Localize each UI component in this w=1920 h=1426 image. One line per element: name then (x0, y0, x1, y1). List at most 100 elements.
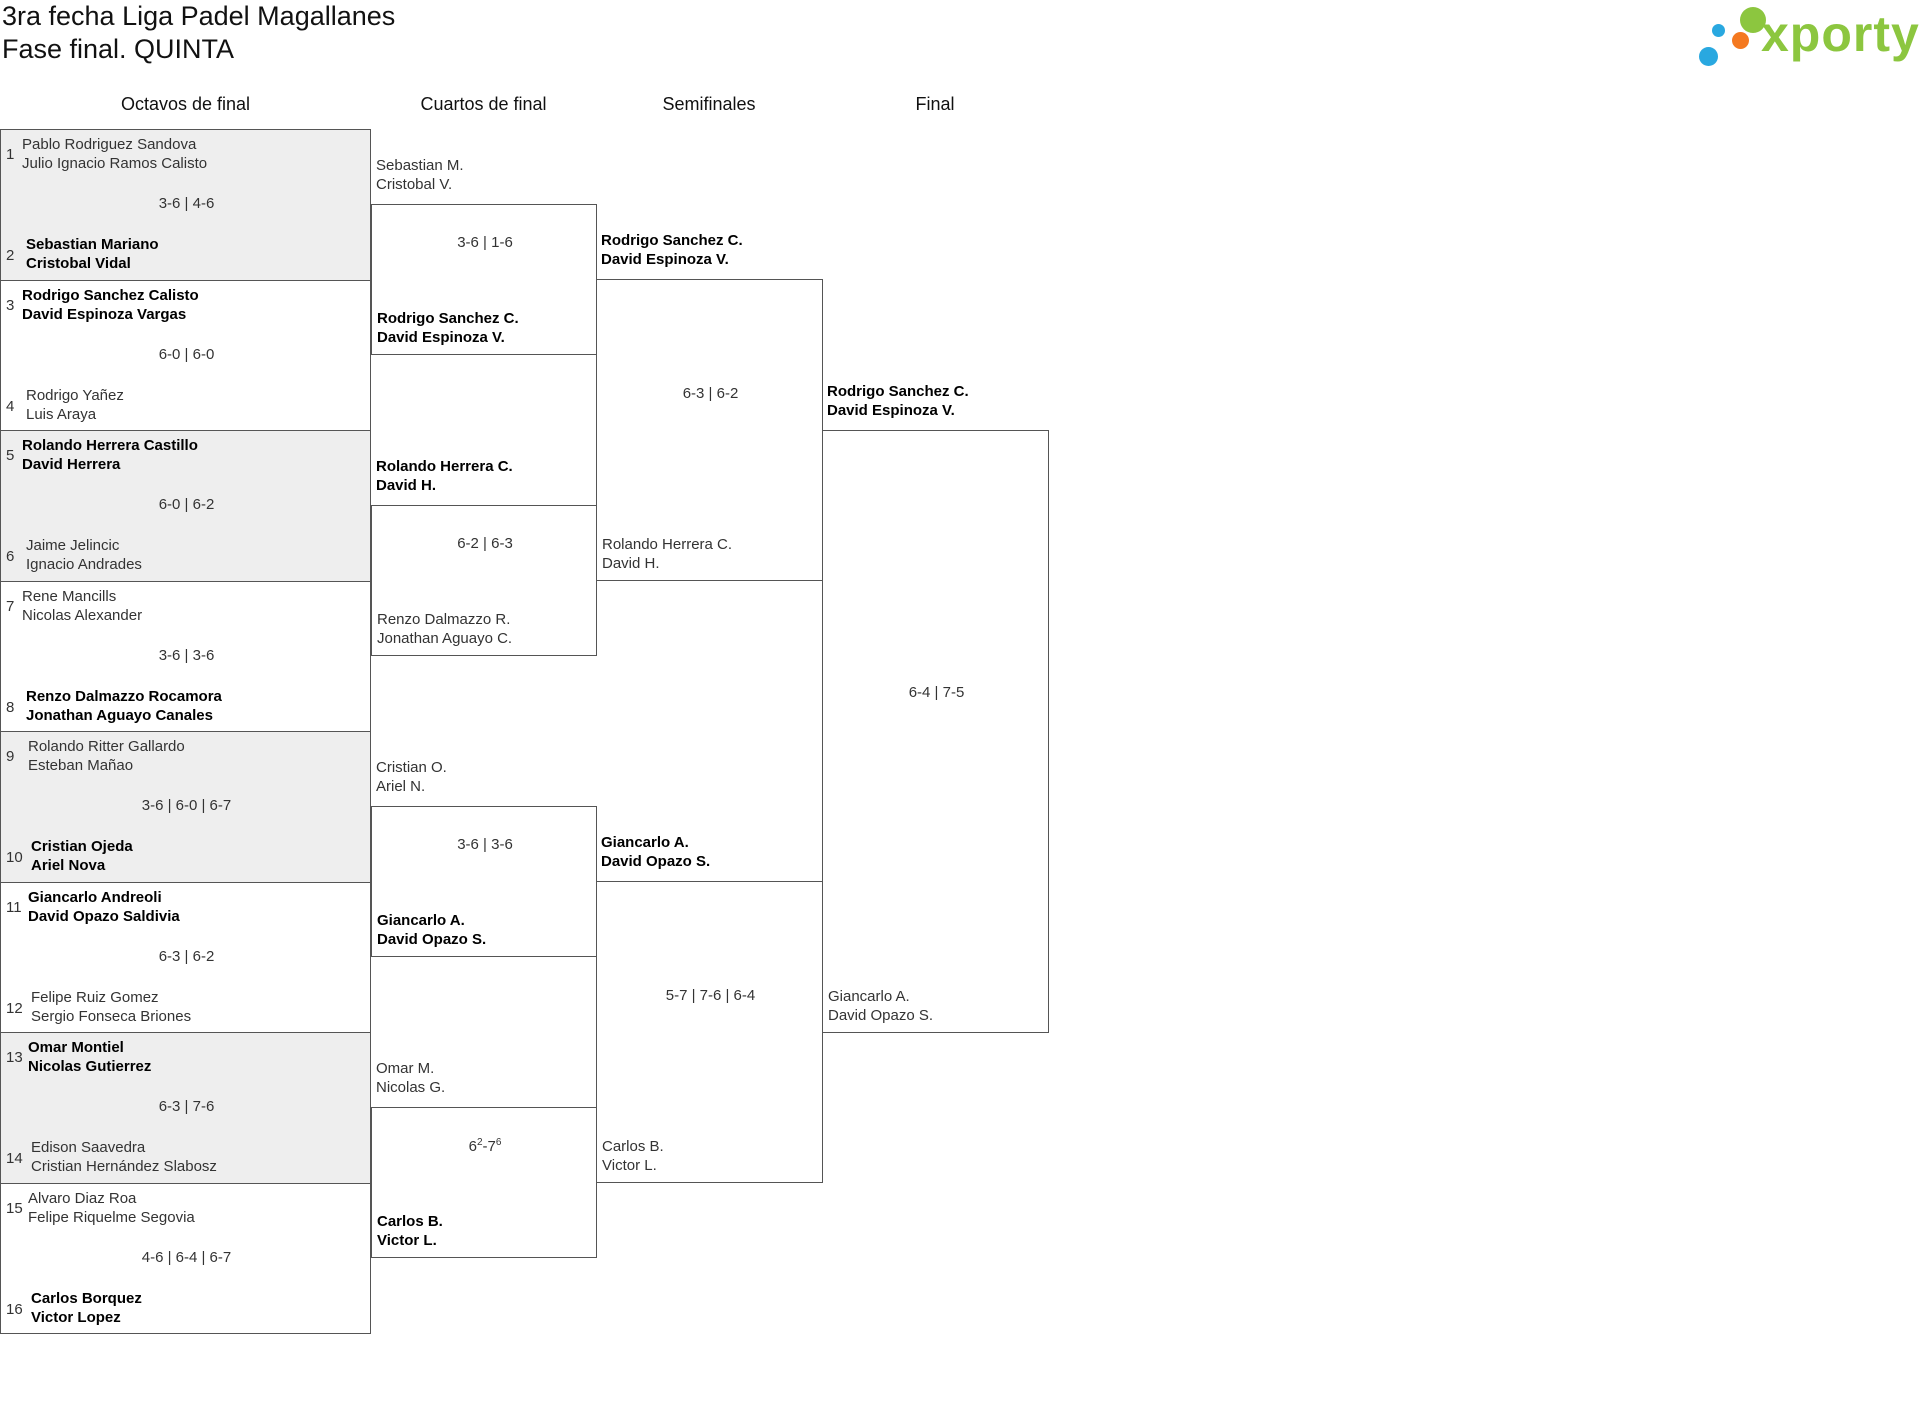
seed-number: 8 (6, 698, 15, 716)
player-name: Rolando Ritter Gallardo (28, 738, 185, 755)
round-header-final: Final (915, 94, 955, 114)
player-name: Rodrigo Yañez (26, 386, 124, 404)
xporty-logo[interactable]: xporty (1694, 2, 1920, 66)
seed-number: 1 (6, 146, 15, 163)
match-box-r8[interactable]: Renzo Dalmazzo R.Jonathan Aguayo C.6-2 |… (371, 505, 597, 656)
match-score: 6-4 | 7-5 (908, 684, 965, 701)
team-a: Rodrigo Sanchez C.David Espinoza V. (601, 231, 743, 269)
player-name: David Opazo Saldivia (28, 907, 180, 925)
player-name: Victor Lopez (31, 1308, 121, 1326)
player-name: David Opazo S. (377, 931, 487, 948)
player-name: Rodrigo Sanchez C. (377, 310, 519, 327)
player-name: Giancarlo A. (601, 834, 689, 851)
round-header-qf: Cuartos de final (420, 94, 547, 114)
match-box-r8[interactable]: Giancarlo A.David Opazo S.3-6 | 3-6 (371, 806, 597, 957)
match-score: 6-3 | 6-2 (158, 947, 215, 965)
team-a: Cristian O.Ariel N. (376, 758, 447, 796)
player-name: Rene Mancills (22, 587, 117, 605)
match-score: 6-3 | 7-6 (158, 1098, 215, 1115)
seed-number: 15 (6, 1199, 23, 1217)
player-name: Nicolas G. (376, 1079, 446, 1096)
player-name: Cristobal Vidal (26, 255, 131, 272)
player-name: Felipe Ruiz Gomez (31, 988, 159, 1006)
team-a: Rodrigo Sanchez C.David Espinoza V. (827, 382, 969, 420)
player-name: Jaime Jelincic (26, 537, 120, 554)
match-box-r4[interactable]: Carlos B. Victor L. 5-7 | 7-6 | 6-4 (596, 881, 823, 1183)
seed-number: 3 (6, 296, 15, 314)
team-a: Rolando Herrera C.David H. (376, 457, 513, 495)
team-b: Carlos B. Victor L. (377, 1212, 443, 1250)
player-name: Victor L. (602, 1157, 657, 1174)
player-name: Jonathan Aguayo C. (377, 630, 513, 647)
match-score: 3-6 | 1-6 (457, 234, 513, 251)
team-b: Rolando Herrera C. David H. (602, 535, 732, 573)
player-name: Luis Araya (26, 405, 97, 423)
player-name: David Opazo S. (601, 853, 711, 870)
player-name: Rolando Herrera C. (376, 458, 513, 475)
match-box-r8[interactable]: Rodrigo Sanchez C.David Espinoza V. 3-6 |… (371, 204, 597, 355)
seed-number: 9 (6, 748, 15, 765)
player-name: Renzo Dalmazzo R. (377, 611, 511, 628)
round-header-sf: Semifinales (662, 94, 756, 114)
player-name: David H. (602, 555, 660, 572)
page-title: 3ra fecha Liga Padel Magallanes (2, 1, 396, 31)
team-a: Giancarlo A. David Opazo S. (601, 833, 710, 871)
player-name: Carlos B. (602, 1138, 664, 1155)
match-box-r4[interactable]: Rolando Herrera C. David H. 6-3 | 6-2 (596, 279, 823, 581)
player-name: Rolando Herrera Castillo (22, 437, 198, 454)
match-score: 6-3 | 6-2 (682, 385, 739, 402)
player-name: Cristian Hernández Slabosz (31, 1158, 217, 1175)
player-name: David Herrera (22, 456, 121, 473)
player-name: Giancarlo Andreoli (28, 888, 162, 906)
player-name: Carlos B. (377, 1213, 443, 1230)
player-name: Ariel Nova (31, 857, 106, 874)
team-b: Rodrigo Sanchez C.David Espinoza V. (377, 309, 519, 347)
seed-number: 16 (6, 1300, 23, 1318)
player-name: Cristian Ojeda (31, 838, 133, 855)
logo-dot-blue-small (1712, 24, 1725, 37)
team-b: Giancarlo A.David Opazo S. (828, 987, 933, 1025)
seed-number: 4 (6, 397, 15, 415)
seed-number: 6 (6, 548, 15, 565)
player-name: Rodrigo Sanchez Calisto (22, 286, 199, 304)
match-score: 62-76 (372, 1137, 598, 1155)
score-tiebreak: 6 (495, 1137, 502, 1148)
player-name: Rodrigo Sanchez C. (601, 232, 743, 249)
player-name: Julio Ignacio Ramos Calisto (22, 155, 208, 172)
match-score: 3-6 | 4-6 (158, 195, 215, 212)
round-header-r16: Octavos de final (120, 94, 251, 114)
match-box-r8[interactable]: Carlos B. Victor L. 62-76 (371, 1107, 597, 1258)
player-name: Victor L. (377, 1232, 437, 1249)
player-name: Renzo Dalmazzo Rocamora (26, 687, 222, 705)
match-score: 3-6 | 3-6 (158, 646, 215, 664)
match-score: 3-6 | 6-0 | 6-7 (141, 797, 232, 814)
player-name: Alvaro Diaz Roa (28, 1189, 137, 1207)
player-name: Cristobal V. (376, 176, 453, 193)
player-name: Omar M. (376, 1060, 435, 1077)
player-name: Omar Montiel (28, 1039, 124, 1056)
player-name: David Opazo S. (828, 1007, 934, 1024)
player-name: Sergio Fonseca Briones (31, 1007, 192, 1025)
player-name: Edison Saavedra (31, 1139, 146, 1156)
player-name: Rolando Herrera C. (602, 536, 733, 553)
team-a: Omar M. Nicolas G. (376, 1059, 445, 1097)
match-score: 5-7 | 7-6 | 6-4 (665, 987, 756, 1004)
